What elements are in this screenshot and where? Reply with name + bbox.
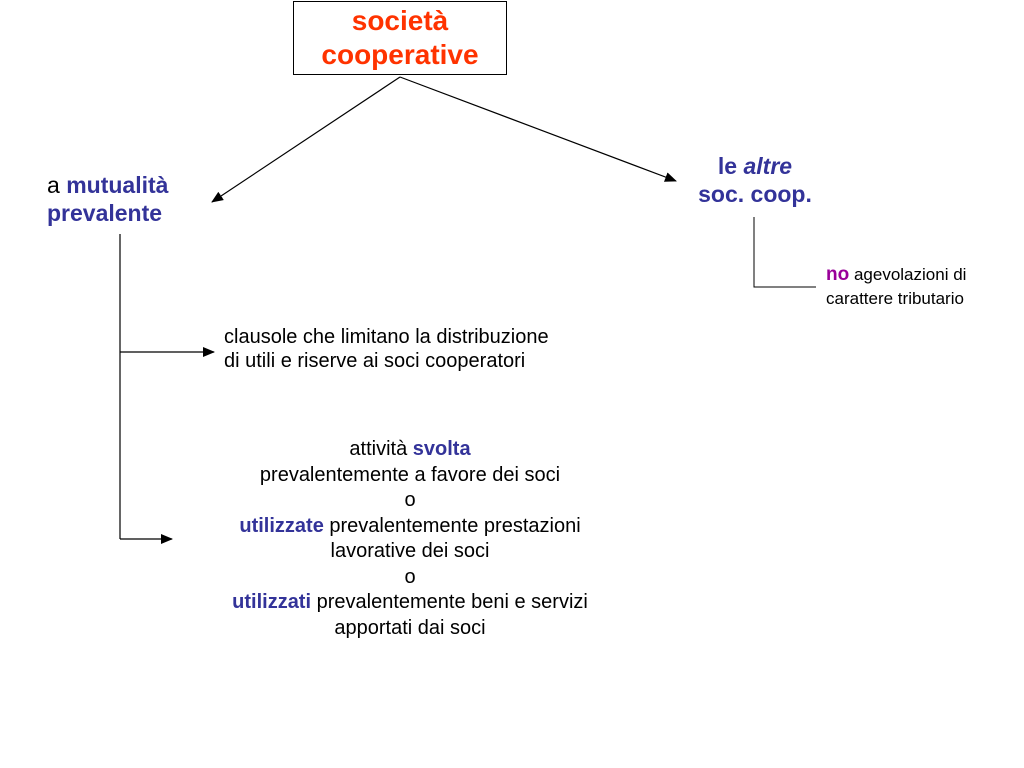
prevalente-bold: prevalente (47, 200, 163, 226)
attivita-line3: o (404, 489, 416, 511)
attivita-l4-plain: prevalentemente prestazioni (329, 514, 581, 537)
clausole-line2: di utili e riserve ai soci cooperatori (224, 350, 526, 372)
note-line2: carattere tributario (826, 289, 964, 308)
attivita-line2: prevalentemente a favore dei soci (259, 463, 561, 486)
root-node-societa-cooperative: società cooperative (293, 1, 507, 75)
note-rest1: agevolazioni di (853, 265, 967, 284)
mutualita-prefix: a (47, 172, 60, 198)
attivita-line8: apportati dai soci (334, 616, 486, 639)
arrow-to-mutualita (211, 76, 401, 203)
attivita-l7-plain: prevalentemente beni e servizi (316, 591, 588, 613)
note-no-agevolazioni: no agevolazioni di carattere tributario (826, 263, 966, 311)
attivita-l7-bold: utilizzati (232, 591, 312, 613)
attivita-line4: utilizzate prevalentemente prestazioni (150, 514, 670, 540)
altre-line2: soc. coop. (698, 181, 812, 207)
attivita-line1: attività svolta (150, 437, 670, 463)
attivita-line6: o (404, 565, 416, 588)
arrow-to-altre (399, 76, 677, 182)
root-line2: cooperative (321, 39, 479, 70)
attivita-l1-plain: attività (349, 438, 408, 460)
attivita-l4-bold: utilizzate (239, 514, 324, 537)
clausole-line1: clausole che limitano la distribuzione (224, 326, 549, 348)
altre-italic: altre (743, 153, 793, 179)
mutualita-bold: mutualità (66, 172, 169, 198)
node-attivita: attività svolta prevalentemente a favore… (150, 437, 670, 641)
altre-prefix: le (717, 153, 738, 179)
bracket-altre-note (753, 217, 816, 288)
attivita-l1-bold: svolta (412, 438, 471, 460)
root-line1: società (351, 5, 449, 36)
attivita-line5: lavorative dei soci (330, 540, 490, 562)
note-no: no (826, 264, 850, 285)
node-altre-soc-coop: le altre soc. coop. (660, 152, 850, 208)
attivita-line7: utilizzati prevalentemente beni e serviz… (150, 590, 670, 616)
node-clausole: clausole che limitano la distribuzione d… (224, 325, 549, 373)
node-mutualita-prevalente: a mutualità prevalente (47, 171, 168, 227)
